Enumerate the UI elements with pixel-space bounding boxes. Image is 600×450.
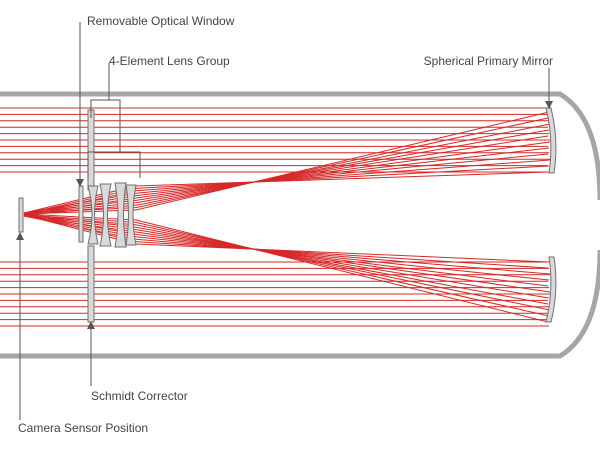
primary-mirror-upper xyxy=(545,107,557,174)
removable-optical-window xyxy=(78,185,84,243)
light-ray xyxy=(135,231,551,293)
light-ray xyxy=(135,243,550,263)
label-schmidt-corrector: Schmidt Corrector xyxy=(91,389,188,403)
light-ray xyxy=(135,171,549,187)
light-ray xyxy=(135,241,549,269)
light-ray xyxy=(135,141,551,199)
light-ray xyxy=(135,224,551,311)
schmidt-corrector-lower xyxy=(87,245,95,323)
light-ray xyxy=(135,236,550,281)
leader-lens-group xyxy=(87,63,141,180)
lens-element-1 xyxy=(87,185,99,245)
light-ray xyxy=(135,226,549,305)
light-ray xyxy=(135,229,550,299)
primary-mirror-lower xyxy=(545,256,557,323)
lens-element-3 xyxy=(114,182,127,248)
telescope-tube-bottom xyxy=(0,249,600,359)
camera-sensor xyxy=(18,197,24,233)
schmidt-corrector-upper xyxy=(87,109,95,191)
lens-element-4 xyxy=(125,184,137,246)
label-removable-optical-window: Removable Optical Window xyxy=(87,14,235,28)
light-ray xyxy=(135,123,551,206)
label-primary-mirror: Spherical Primary Mirror xyxy=(424,54,553,68)
lens-element-2 xyxy=(99,183,112,247)
light-ray xyxy=(135,153,549,194)
light-ray xyxy=(135,135,549,201)
light-ray xyxy=(135,129,550,204)
lens-group xyxy=(87,182,137,248)
light-ray xyxy=(135,111,550,211)
light-ray xyxy=(135,219,549,323)
label-camera-sensor: Camera Sensor Position xyxy=(18,421,148,435)
light-ray xyxy=(135,117,549,209)
label-lens-group: 4-Element Lens Group xyxy=(109,54,230,68)
telescope-tube-top xyxy=(0,91,600,201)
light-ray xyxy=(135,238,551,275)
light-ray xyxy=(135,233,549,287)
light-ray xyxy=(135,165,550,189)
